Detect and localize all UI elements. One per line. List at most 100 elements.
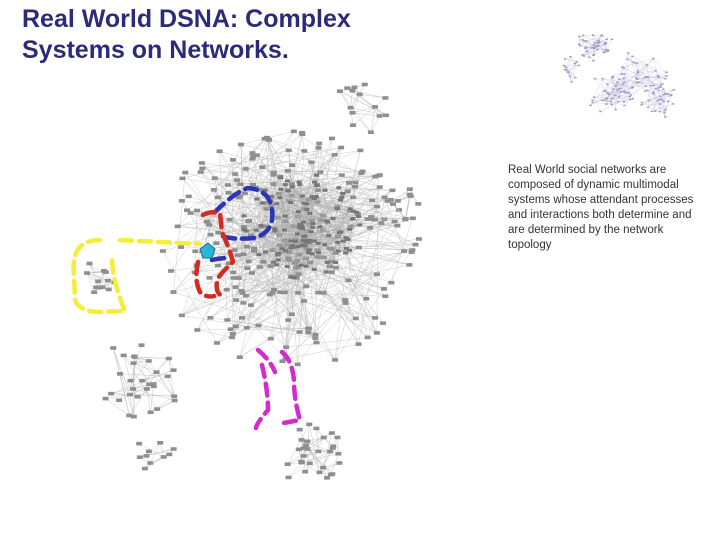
network-node: [659, 98, 662, 101]
network-edge: [369, 218, 416, 245]
network-edge: [352, 106, 376, 126]
network-node: [130, 361, 137, 365]
network-node: [166, 452, 173, 457]
network-node: [238, 316, 245, 320]
network-node: [349, 111, 356, 115]
network-node: [669, 94, 672, 97]
network-node: [617, 88, 621, 90]
network-node: [304, 208, 310, 212]
network-node: [603, 90, 606, 93]
network-edge: [591, 40, 599, 49]
network-node: [322, 243, 328, 247]
network-node: [670, 94, 673, 96]
network-node: [367, 225, 374, 230]
network-node: [324, 476, 331, 480]
network-node: [296, 180, 302, 184]
network-node: [581, 39, 584, 41]
network-node: [570, 81, 573, 83]
network-edge: [653, 58, 667, 73]
network-edge: [132, 388, 175, 401]
network-node: [194, 208, 201, 213]
network-edge: [213, 137, 268, 190]
network-node: [354, 210, 360, 214]
network-node: [198, 161, 205, 165]
network-node: [192, 249, 199, 254]
network-node: [334, 207, 340, 211]
network-edge: [583, 49, 598, 57]
network-edge: [642, 96, 661, 103]
network-edge: [652, 93, 656, 112]
network-node: [327, 449, 334, 454]
network-edge: [309, 248, 347, 251]
network-edge: [134, 356, 169, 359]
network-edge: [260, 225, 291, 242]
network-node: [620, 73, 623, 75]
network-edge: [160, 442, 164, 457]
network-node: [372, 174, 379, 179]
network-node: [263, 207, 270, 211]
network-node: [248, 303, 255, 307]
network-node: [664, 116, 667, 118]
network-node: [582, 55, 586, 57]
network-node: [288, 194, 295, 198]
network-edge: [593, 49, 598, 55]
network-node: [100, 269, 107, 273]
network-edge: [586, 47, 590, 58]
network-edge: [287, 176, 376, 191]
network-node: [145, 359, 152, 363]
network-node: [606, 92, 609, 94]
network-edge: [173, 258, 306, 293]
network-edge: [597, 42, 604, 53]
network-edge: [173, 291, 300, 333]
network-edge: [376, 175, 379, 333]
network-node: [382, 294, 389, 299]
network-node: [285, 199, 292, 203]
network-node: [313, 195, 319, 199]
network-edge: [405, 196, 411, 219]
network-node: [324, 219, 330, 223]
network-node: [307, 239, 313, 243]
network-node: [361, 82, 368, 87]
network-node: [629, 94, 632, 96]
network-node: [249, 151, 256, 155]
network-node: [241, 214, 247, 218]
network-edge: [624, 72, 639, 75]
network-node: [644, 76, 647, 79]
network-node: [415, 237, 422, 241]
network-edge: [647, 88, 656, 91]
network-node: [328, 431, 335, 435]
network-node: [316, 141, 323, 146]
network-node: [206, 223, 213, 227]
network-node: [306, 248, 312, 252]
network-node: [338, 145, 345, 150]
network-edge: [282, 274, 378, 362]
network-node: [295, 272, 302, 276]
network-node: [187, 211, 194, 215]
network-edge: [311, 196, 334, 219]
network-node: [381, 195, 388, 200]
network-node: [581, 54, 584, 56]
network-node: [600, 34, 603, 37]
network-node: [659, 84, 662, 87]
network-edge: [646, 76, 659, 89]
network-edge: [293, 232, 340, 278]
network-edge: [397, 188, 410, 202]
network-node: [210, 188, 217, 192]
network-node: [334, 205, 341, 209]
network-node: [320, 228, 327, 233]
network-edge: [352, 106, 376, 114]
network-node: [318, 218, 325, 223]
network-node: [352, 316, 359, 321]
network-edge: [298, 292, 336, 361]
network-node: [213, 241, 220, 245]
network-edge: [636, 58, 654, 64]
network-node: [626, 58, 629, 60]
network-edge: [301, 453, 339, 462]
network-node: [147, 461, 154, 465]
network-node: [579, 44, 582, 47]
network-node: [369, 198, 376, 203]
focus-node-icon: [199, 242, 216, 259]
network-node: [565, 69, 568, 71]
network-node: [382, 96, 389, 100]
